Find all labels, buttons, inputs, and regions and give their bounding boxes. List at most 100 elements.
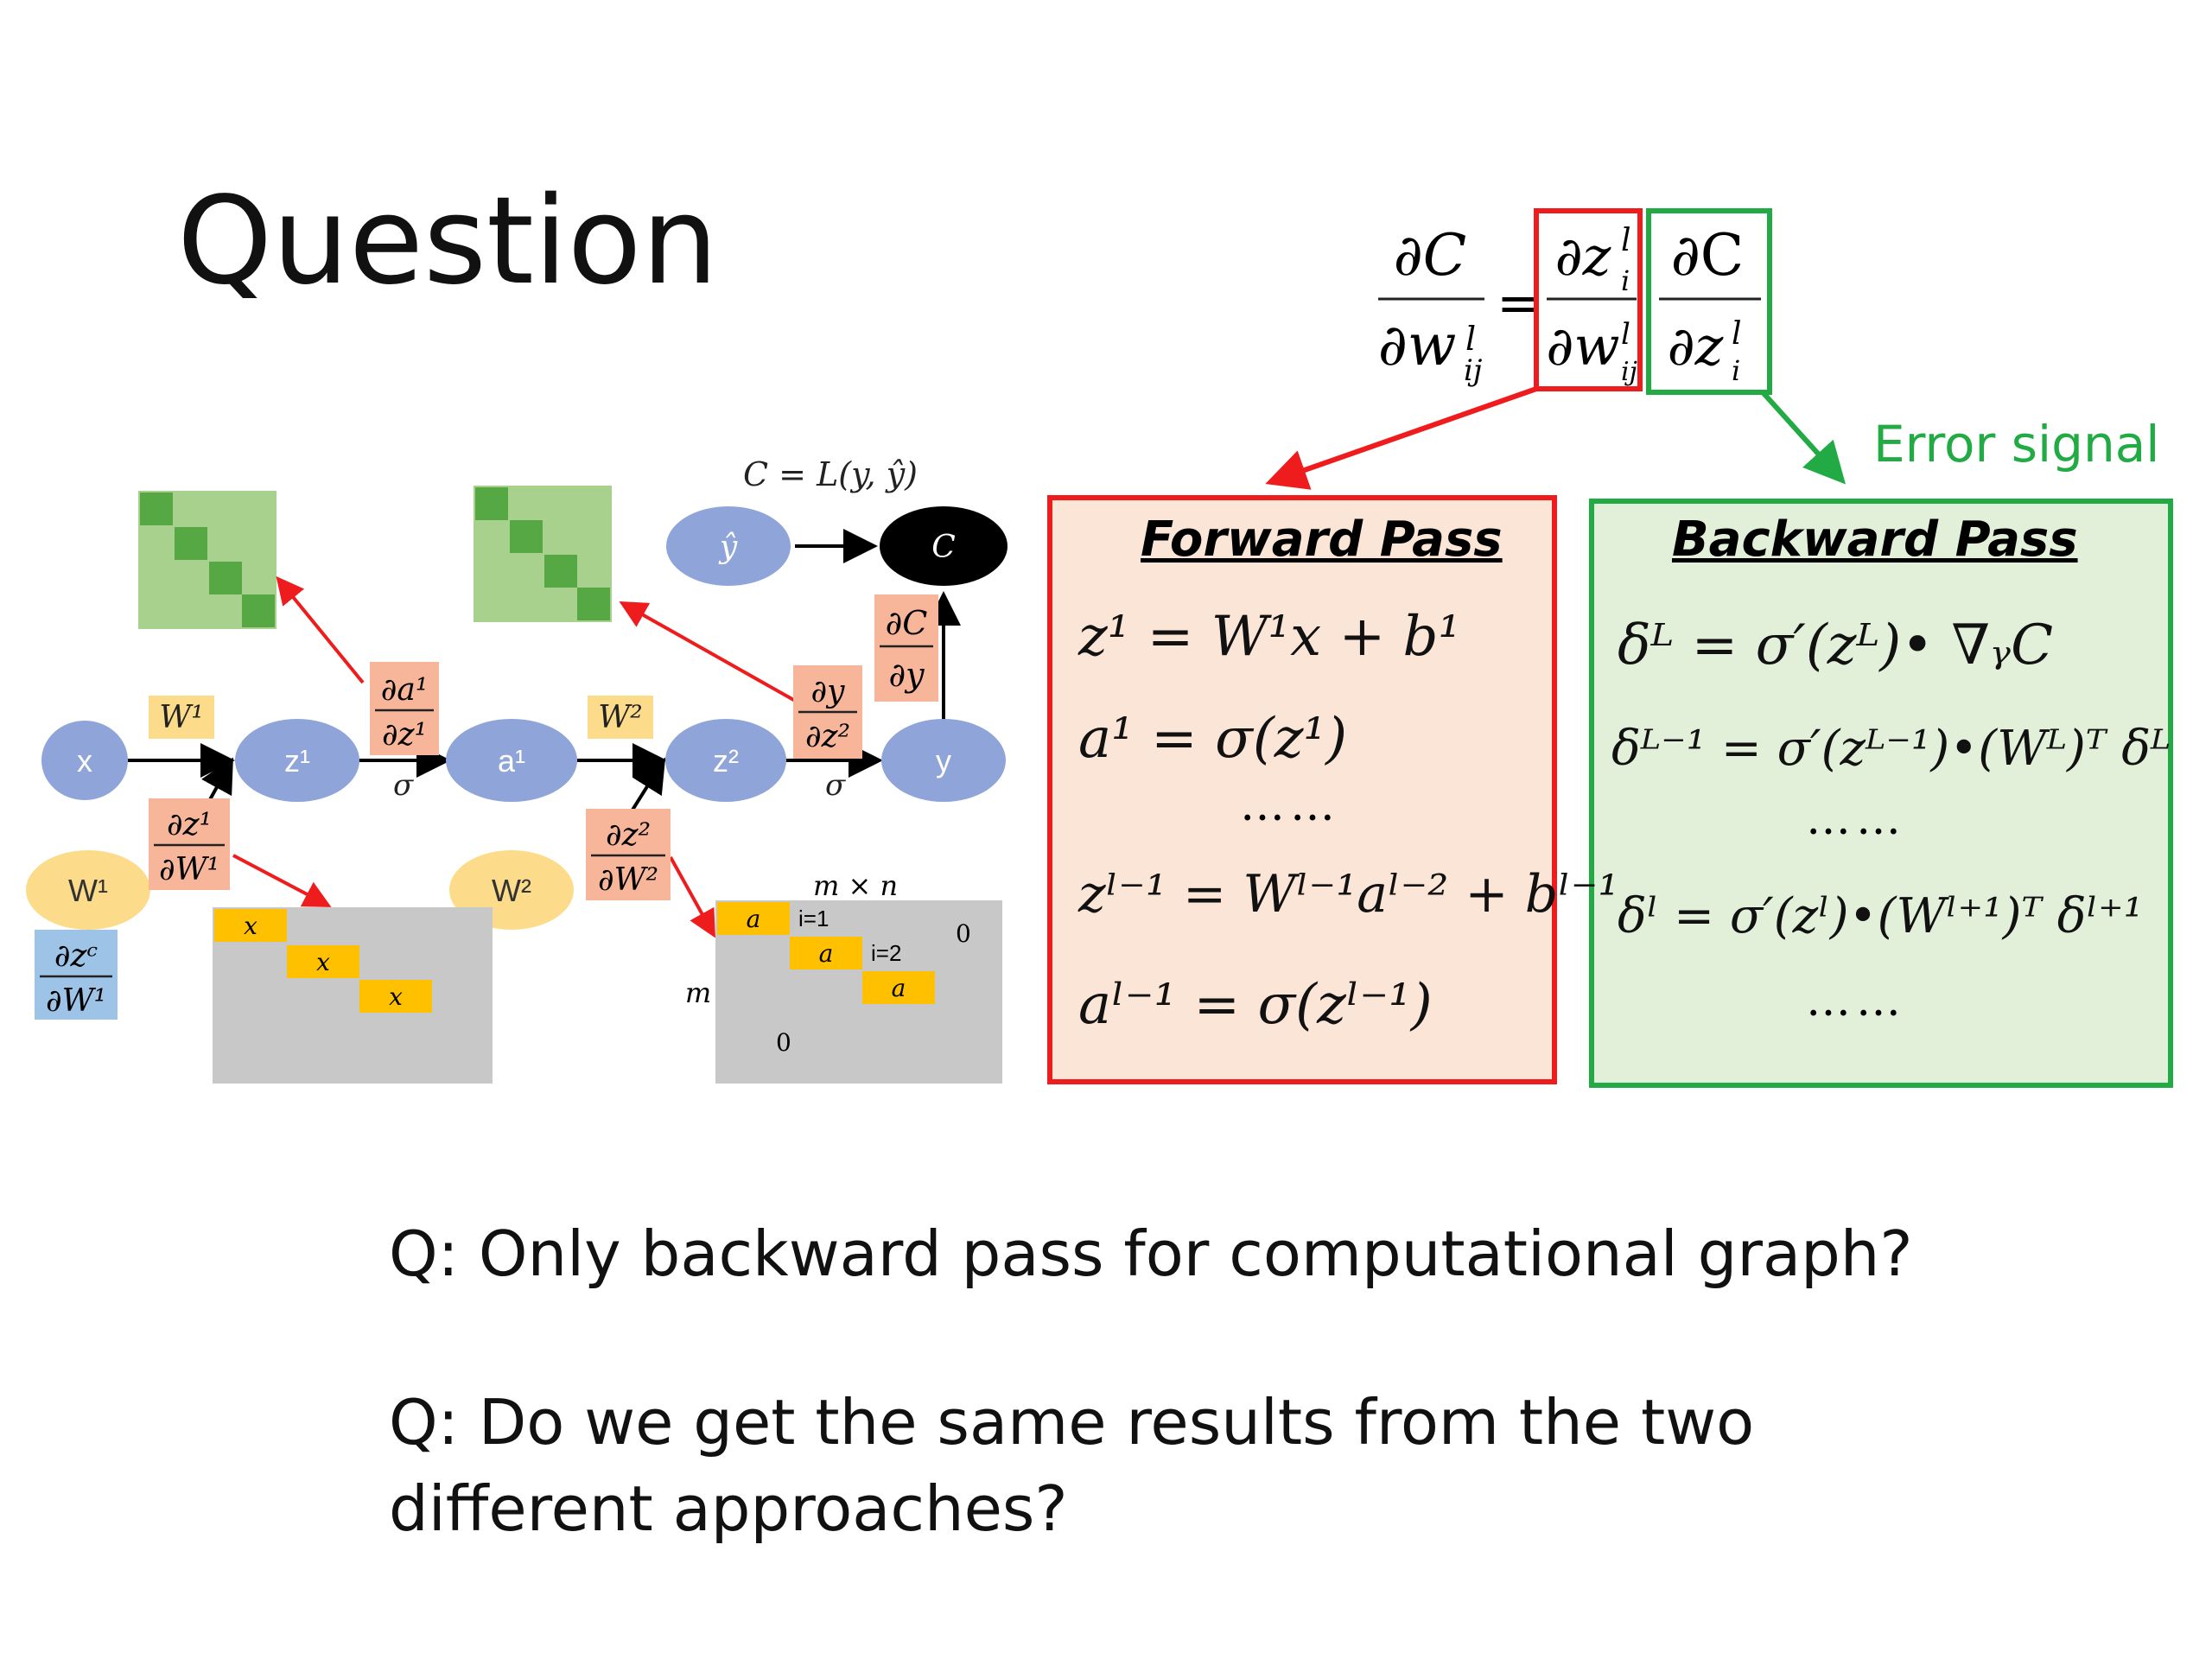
svg-text:a¹: a¹ xyxy=(498,743,525,779)
forward-eq-4: aˡ⁻¹ = σ(zˡ⁻¹) xyxy=(1078,973,1433,1037)
svg-text:l: l xyxy=(1732,316,1742,352)
backward-eq-2: δᴸ⁻¹ = σ′(zᴸ⁻¹)•(Wᴸ)ᵀ δᴸ xyxy=(1611,721,2171,777)
arrow-da1-matrix xyxy=(276,575,365,684)
arrow-dy-matrix xyxy=(619,601,798,703)
node-z1: z¹ xyxy=(235,719,359,802)
matrix1-cell: x xyxy=(316,948,330,976)
svg-text:∂z¹: ∂z¹ xyxy=(382,717,427,753)
backward-eq-3: δˡ = σ′(zˡ)•(Wˡ⁺¹)ᵀ δˡ⁺¹ xyxy=(1618,888,2144,944)
question-2-line-2: different approaches? xyxy=(389,1472,1068,1545)
matrix2-dims: m × n xyxy=(813,869,898,902)
chain-rule-equation: ∂C ∂w l ij = ∂z l i ∂w l ij ∂C ∂z l i xyxy=(1378,208,1772,395)
svg-text:ŷ: ŷ xyxy=(718,530,738,565)
matrix1-cell: x xyxy=(389,982,403,1011)
node-x: x xyxy=(41,721,128,800)
partial-da1-dz1: ∂a¹ ∂z¹ xyxy=(370,662,439,755)
node-y: y xyxy=(881,719,1006,802)
arrow-to-backward xyxy=(1760,390,1847,485)
cost-equation: C = L(y, ŷ) xyxy=(743,455,918,493)
matrix2-zero-top: 0 xyxy=(956,919,971,948)
mid-denominator: ∂w xyxy=(1546,315,1619,378)
mid-numerator: ∂z xyxy=(1555,225,1611,288)
backward-pass-box xyxy=(1589,499,2173,1088)
svg-text:∂z¹: ∂z¹ xyxy=(167,807,212,842)
svg-text:i: i xyxy=(1621,264,1630,297)
label-w1: W¹ xyxy=(149,696,214,739)
svg-text:∂z²: ∂z² xyxy=(805,719,850,754)
svg-text:∂y: ∂y xyxy=(888,656,925,694)
backward-ellipsis-1: …… xyxy=(1806,793,1906,845)
svg-text:∂W¹: ∂W¹ xyxy=(159,852,219,887)
error-signal-label: Error signal xyxy=(1873,415,2160,474)
backward-ellipsis-2: …… xyxy=(1806,975,1906,1027)
svg-text:x: x xyxy=(77,743,92,779)
lhs-denominator: ∂w xyxy=(1378,312,1457,378)
rhs-denominator: ∂z xyxy=(1668,315,1724,378)
node-a1: a¹ xyxy=(446,719,577,802)
label-w2: W² xyxy=(588,696,653,739)
matrix2-rows: m xyxy=(685,976,711,1009)
weight-jacobian-matrix-2: m × n m a a a i=1 i=2 0 0 xyxy=(685,869,1002,1084)
matrix2-i2: i=2 xyxy=(871,940,901,966)
partial-dz2-dW2: ∂z² ∂W² xyxy=(586,809,671,900)
svg-text:W¹: W¹ xyxy=(159,700,203,735)
svg-text:z²: z² xyxy=(713,743,739,779)
svg-text:C: C xyxy=(931,530,956,565)
svg-text:ij: ij xyxy=(1464,353,1483,388)
forward-pass-title: Forward Pass xyxy=(1141,512,1503,568)
sigma-label-1: σ xyxy=(393,768,414,803)
svg-text:l: l xyxy=(1465,320,1476,358)
svg-text:∂y: ∂y xyxy=(811,674,846,709)
forward-ellipsis: …… xyxy=(1240,779,1340,831)
svg-text:∂zᶜ: ∂zᶜ xyxy=(54,938,98,974)
svg-text:W²: W² xyxy=(492,873,531,908)
backward-eq-1: δᴸ = σ′(zᴸ)• ∇ᵧC xyxy=(1618,613,2054,677)
jacobian-matrix-1 xyxy=(138,491,276,629)
matrix2-i1: i=1 xyxy=(798,906,829,931)
svg-text:∂a¹: ∂a¹ xyxy=(381,672,429,708)
arrow-to-forward xyxy=(1265,386,1537,490)
svg-text:ij: ij xyxy=(1621,357,1637,387)
svg-text:z¹: z¹ xyxy=(284,743,310,779)
jacobian-matrix-2 xyxy=(474,486,612,622)
svg-text:l: l xyxy=(1621,317,1630,352)
error-term-box xyxy=(1646,208,1772,395)
forward-pass-box xyxy=(1047,495,1557,1084)
svg-text:i: i xyxy=(1732,354,1740,387)
lhs-numerator: ∂C xyxy=(1394,222,1467,289)
partial-dy-dz2: ∂y ∂z² xyxy=(793,665,862,759)
sigma-label-2: σ xyxy=(825,768,846,803)
svg-text:y: y xyxy=(936,743,951,779)
matrix1-cell: x xyxy=(244,912,257,940)
partial-dz1-dW1: ∂z¹ ∂W¹ xyxy=(149,798,230,890)
forward-term-box xyxy=(1534,208,1643,391)
rhs-numerator: ∂C xyxy=(1671,222,1745,289)
svg-text:W²: W² xyxy=(598,700,642,735)
forward-eq-3: zˡ⁻¹ = Wˡ⁻¹aˡ⁻² + bˡ⁻¹ xyxy=(1078,864,1619,925)
arrow-dz2-matrix xyxy=(669,856,715,938)
arrow-dz1-matrix xyxy=(232,854,332,907)
node-z2: z² xyxy=(665,719,786,802)
question-1: Q: Only backward pass for computational … xyxy=(389,1217,1913,1290)
backward-pass-title: Backward Pass xyxy=(1672,512,2078,568)
svg-text:∂W¹: ∂W¹ xyxy=(46,983,106,1019)
partial-dC-dy: ∂C ∂y xyxy=(874,594,938,702)
matrix2-zero-bottom: 0 xyxy=(776,1028,791,1057)
page-title: Question xyxy=(177,171,719,312)
node-yhat: ŷ xyxy=(666,506,791,586)
forward-eq-1: z¹ = W¹x + b¹ xyxy=(1078,605,1461,669)
svg-text:∂W²: ∂W² xyxy=(598,862,658,898)
weight-jacobian-matrix-1: x x x xyxy=(213,907,493,1084)
svg-text:W¹: W¹ xyxy=(68,873,108,908)
matrix2-cell: a xyxy=(819,939,834,968)
node-cost: C xyxy=(880,506,1007,586)
partial-dzc-dW1: ∂zᶜ ∂W¹ xyxy=(35,930,118,1020)
svg-text:l: l xyxy=(1621,223,1631,258)
svg-text:∂z²: ∂z² xyxy=(606,817,651,853)
matrix2-cell: a xyxy=(892,974,906,1002)
matrix2-cell: a xyxy=(747,905,761,933)
question-2-line-1: Q: Do we get the same results from the t… xyxy=(389,1386,1755,1459)
svg-text:∂C: ∂C xyxy=(886,604,928,642)
forward-eq-2: a¹ = σ(z¹) xyxy=(1078,707,1348,771)
